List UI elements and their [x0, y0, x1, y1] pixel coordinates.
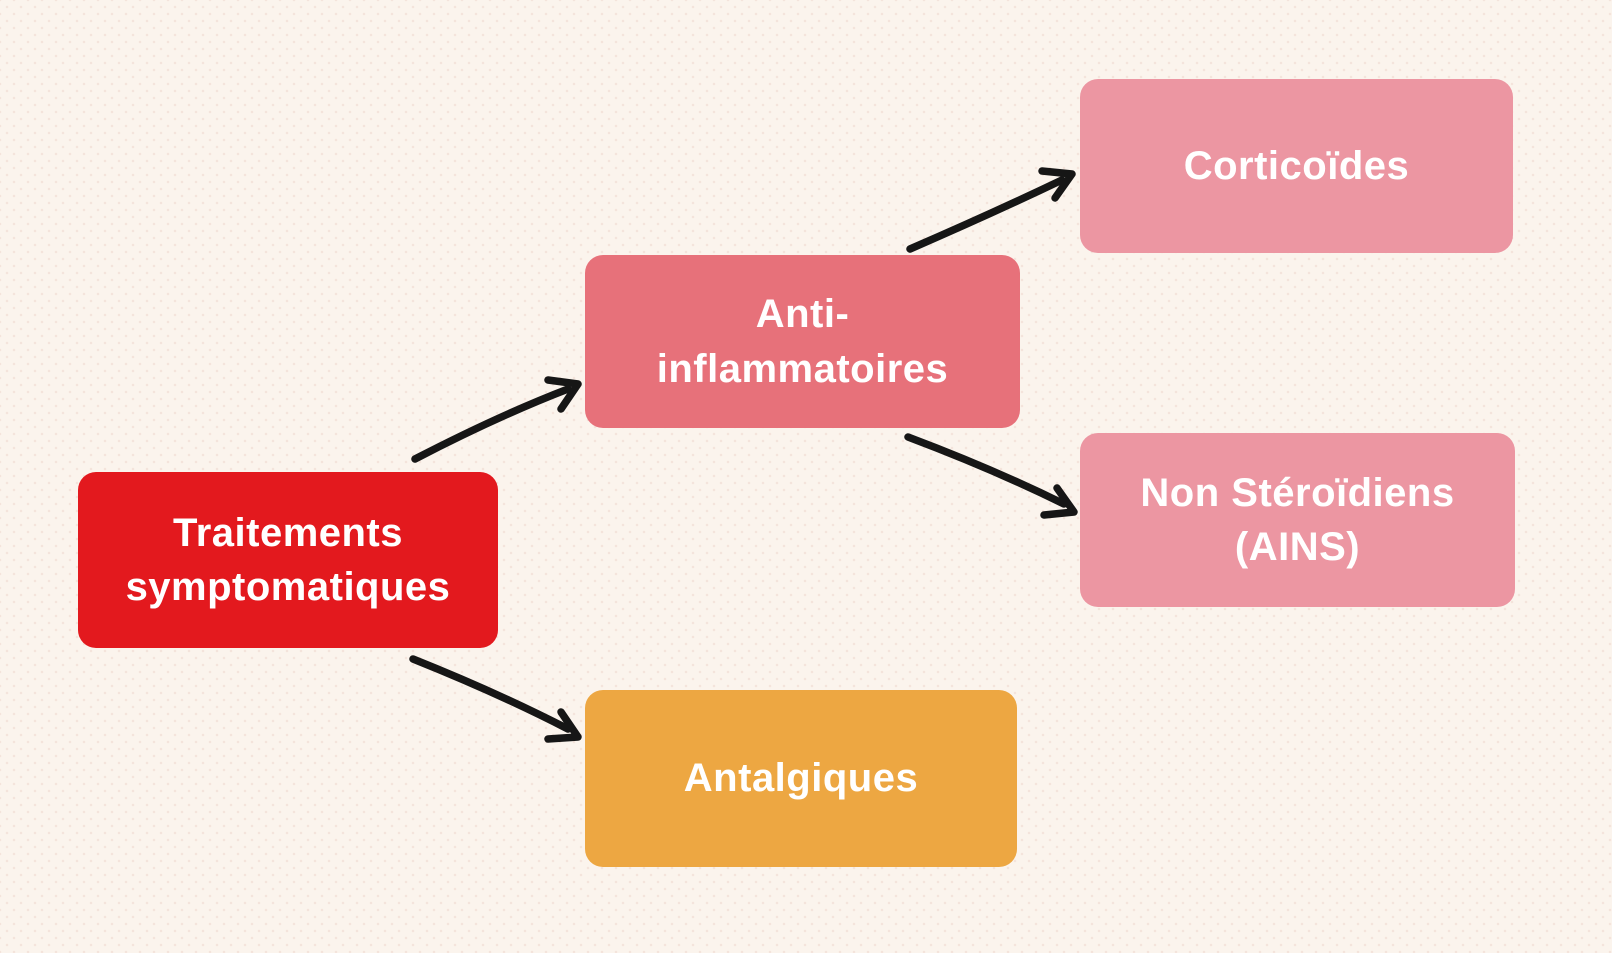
node-non-steroidiens-ains: Non Stéroïdiens (AINS) [1080, 433, 1515, 607]
node-antalgiques: Antalgiques [585, 690, 1017, 867]
node-corticoides: Corticoïdes [1080, 79, 1513, 253]
arrow-anti-to-cortico [906, 167, 1076, 253]
arrow-anti-to-ains [904, 433, 1078, 519]
node-anti-inflammatoires: Anti- inflammatoires [585, 255, 1020, 428]
node-traitements-symptomatiques: Traitements symptomatiques [78, 472, 498, 648]
arrow-root-to-anti [411, 376, 582, 463]
arrow-root-to-antalgiques [409, 655, 582, 743]
